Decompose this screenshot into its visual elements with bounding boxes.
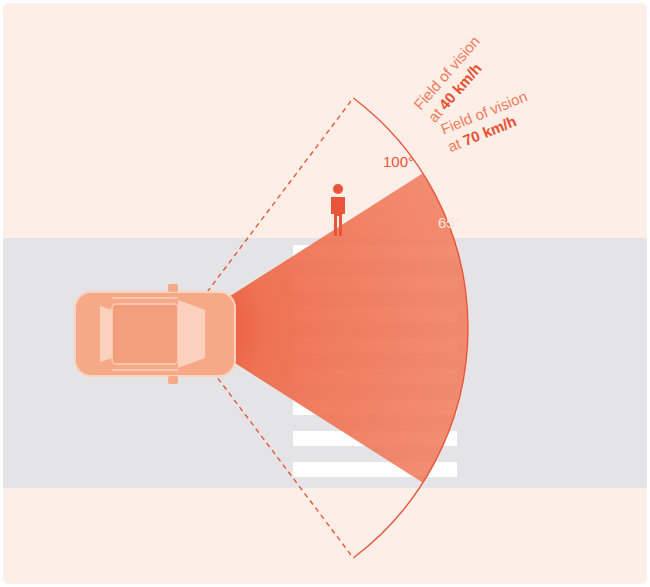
caption-line: 65° <box>438 213 461 232</box>
pedestrian <box>331 184 345 236</box>
angle-label: 65° <box>438 213 461 232</box>
angle-label: 100° <box>383 152 414 171</box>
background <box>3 3 647 584</box>
angle-label: 65° <box>438 214 461 231</box>
angle-label: 100° <box>383 153 414 170</box>
car <box>75 284 235 384</box>
caption-line: 100° <box>383 152 414 171</box>
